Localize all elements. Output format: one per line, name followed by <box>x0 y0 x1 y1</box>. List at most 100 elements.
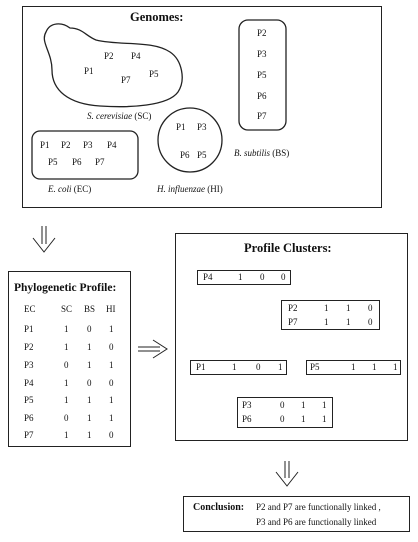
ec-protein: P2 <box>61 140 71 150</box>
profile-cell: 1 <box>87 413 92 423</box>
hi-protein: P1 <box>176 122 186 132</box>
sc-protein: P7 <box>121 75 131 85</box>
cluster-value: 1 <box>278 362 283 372</box>
cluster-value: 1 <box>324 317 329 327</box>
cluster-value: 1 <box>324 303 329 313</box>
cluster-value: 1 <box>372 362 377 372</box>
cluster-value: 1 <box>301 400 306 410</box>
cluster-label: P7 <box>288 317 298 327</box>
profile-header: EC <box>24 304 36 314</box>
cluster-value: 1 <box>322 400 327 410</box>
hi-protein: P3 <box>197 122 207 132</box>
phylogenetic-profile-panel <box>8 271 131 447</box>
profile-header: HI <box>106 304 116 314</box>
sc-protein: P4 <box>131 51 141 61</box>
cluster-label: P5 <box>310 362 320 372</box>
profile-cell: 1 <box>87 430 92 440</box>
hi-protein: P6 <box>180 150 190 160</box>
hi-genome-label: H. influenzae (HI) <box>157 184 223 194</box>
profile-cell: 1 <box>64 378 69 388</box>
profile-cell: P7 <box>24 430 34 440</box>
profile-cell: P2 <box>24 342 34 352</box>
profile-cell: 1 <box>64 430 69 440</box>
profile-cell: 0 <box>109 342 114 352</box>
bs-protein: P2 <box>257 28 267 38</box>
ec-protein: P6 <box>72 157 82 167</box>
down-arrow-icon <box>32 226 56 253</box>
profile-cell: P3 <box>24 360 34 370</box>
sc-protein: P5 <box>149 69 159 79</box>
cluster-value: 0 <box>280 400 285 410</box>
sc-protein: P1 <box>84 66 94 76</box>
cluster-box-p4 <box>197 270 291 285</box>
bs-protein: P3 <box>257 49 267 59</box>
profile-cell: P4 <box>24 378 34 388</box>
cluster-label: P6 <box>242 414 252 424</box>
right-arrow-icon <box>138 339 168 359</box>
cluster-box-p3-p6 <box>237 397 333 428</box>
bs-genome-label: B. subtilis (BS) <box>234 148 290 158</box>
profile-cell: 1 <box>87 395 92 405</box>
profile-title: Phylogenetic Profile: <box>14 282 117 294</box>
conclusion-label: Conclusion: <box>193 502 245 513</box>
ec-protein: P4 <box>107 140 117 150</box>
ec-protein: P5 <box>48 157 58 167</box>
profile-cell: 1 <box>109 395 114 405</box>
cluster-box-p2-p7 <box>281 300 380 330</box>
profile-cell: 1 <box>64 324 69 334</box>
profile-cell: P6 <box>24 413 34 423</box>
profile-cell: 1 <box>109 324 114 334</box>
cluster-value: 1 <box>232 362 237 372</box>
ec-protein: P3 <box>83 140 93 150</box>
sc-protein: P2 <box>104 51 114 61</box>
profile-cell: 0 <box>87 324 92 334</box>
profile-header: BS <box>84 304 96 314</box>
profile-cell: P1 <box>24 324 34 334</box>
profile-cell: P5 <box>24 395 34 405</box>
cluster-value: 0 <box>280 414 285 424</box>
profile-cell: 0 <box>87 378 92 388</box>
down-arrow-icon <box>275 461 299 487</box>
cluster-box-p1 <box>190 360 287 375</box>
cluster-value: 0 <box>368 303 373 313</box>
profile-cell: 0 <box>64 360 69 370</box>
sc-genome-shape <box>43 23 183 108</box>
ec-genome-shape <box>31 130 139 180</box>
hi-genome-shape <box>157 107 223 173</box>
bs-protein: P5 <box>257 70 267 80</box>
bs-protein: P7 <box>257 111 267 121</box>
profile-cell: 1 <box>64 395 69 405</box>
cluster-label: P3 <box>242 400 252 410</box>
profile-cell: 0 <box>64 413 69 423</box>
profile-cell: 1 <box>87 342 92 352</box>
profile-cell: 1 <box>87 360 92 370</box>
cluster-label: P1 <box>196 362 206 372</box>
cluster-box-p5 <box>306 360 401 375</box>
hi-protein: P5 <box>197 150 207 160</box>
cluster-value: 0 <box>256 362 261 372</box>
cluster-value: 1 <box>322 414 327 424</box>
genomes-title: Genomes: <box>130 10 184 24</box>
profile-cell: 0 <box>109 378 114 388</box>
cluster-label: P2 <box>288 303 298 313</box>
profile-cell: 1 <box>109 360 114 370</box>
profile-cell: 1 <box>109 413 114 423</box>
bs-protein: P6 <box>257 91 267 101</box>
profile-cell: 0 <box>109 430 114 440</box>
conclusion-line-1: P2 and P7 are functionally linked , <box>256 502 381 512</box>
sc-genome-label: S. cerevisiae (SC) <box>87 111 152 121</box>
bs-genome-shape <box>238 19 287 131</box>
clusters-title: Profile Clusters: <box>244 241 332 255</box>
cluster-value: 0 <box>260 272 265 282</box>
cluster-value: 1 <box>301 414 306 424</box>
cluster-value: 1 <box>351 362 356 372</box>
cluster-value: 1 <box>238 272 243 282</box>
cluster-value: 1 <box>393 362 398 372</box>
cluster-label: P4 <box>203 272 213 282</box>
conclusion-box <box>183 496 410 532</box>
cluster-value: 1 <box>346 303 351 313</box>
cluster-value: 0 <box>281 272 286 282</box>
ec-protein: P7 <box>95 157 105 167</box>
ec-genome-label: E. coli (EC) <box>48 184 92 194</box>
cluster-value: 1 <box>346 317 351 327</box>
